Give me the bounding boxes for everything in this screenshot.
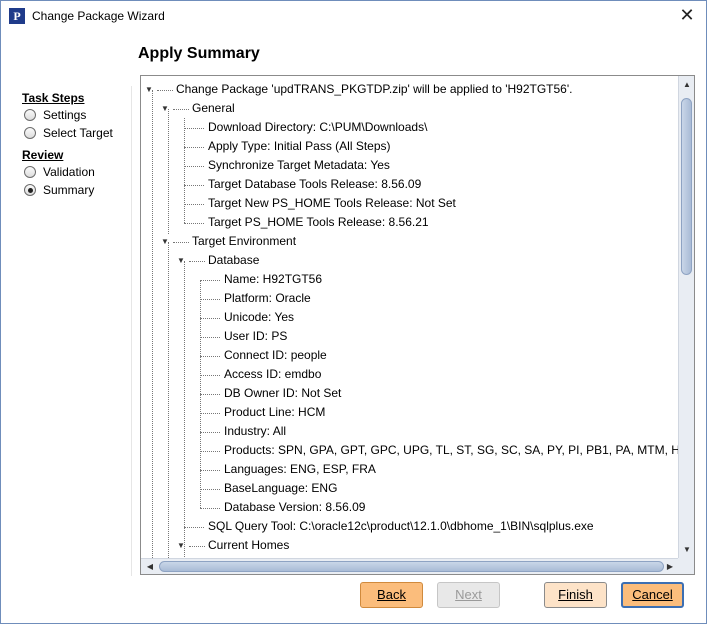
title-bar: P Change Package Wizard ✕ <box>1 1 706 32</box>
step-label: Settings <box>43 108 87 122</box>
tree-leaf[interactable]: Platform: Oracle <box>224 291 311 305</box>
tree-leaf[interactable]: Connect ID: people <box>224 348 327 362</box>
app-icon: P <box>9 8 25 24</box>
task-steps-panel: Task Steps Settings Select Target Review… <box>22 90 132 199</box>
tree-connector <box>184 223 204 224</box>
tree-connector <box>184 147 204 148</box>
tree-guide-line <box>168 242 169 559</box>
summary-tree[interactable]: ▼ Change Package 'updTRANS_PKGTDP.zip' w… <box>140 75 695 575</box>
tree-connector <box>200 318 220 319</box>
tree-guide-line <box>184 118 185 223</box>
vertical-scroll-thumb[interactable] <box>681 98 692 275</box>
review-heading: Review <box>22 148 64 162</box>
scroll-left-icon[interactable]: ◀ <box>146 562 154 571</box>
tree-connector <box>200 489 220 490</box>
tree-leaf[interactable]: Product Line: HCM <box>224 405 326 419</box>
expand-toggle-icon[interactable]: ▼ <box>145 85 153 94</box>
step-label: Select Target <box>43 126 113 140</box>
expand-toggle-icon[interactable]: ▼ <box>177 541 185 550</box>
radio-selected-icon[interactable] <box>24 184 36 196</box>
scroll-down-icon[interactable]: ▼ <box>683 545 691 554</box>
step-select-target[interactable]: Select Target <box>22 124 132 142</box>
tree-leaf[interactable]: Download Directory: C:\PUM\Downloads\ <box>208 120 428 134</box>
tree-leaf[interactable]: Industry: All <box>224 424 287 438</box>
expand-toggle-icon[interactable]: ▼ <box>161 237 169 246</box>
radio-icon[interactable] <box>24 127 36 139</box>
scroll-corner <box>678 558 694 574</box>
panel-divider <box>131 86 132 576</box>
horizontal-scroll-thumb[interactable] <box>159 561 664 572</box>
expand-toggle-icon[interactable]: ▼ <box>177 256 185 265</box>
back-button[interactable]: Back <box>360 582 423 608</box>
tree-connector <box>200 470 220 471</box>
tree-connector <box>184 527 204 528</box>
radio-icon[interactable] <box>24 109 36 121</box>
tree-connector <box>200 413 220 414</box>
expand-toggle-icon[interactable]: ▼ <box>161 104 169 113</box>
tree-connector <box>157 90 173 91</box>
tree-leaf[interactable]: Languages: ENG, ESP, FRA <box>224 462 376 476</box>
tree-content: ▼ Change Package 'updTRANS_PKGTDP.zip' w… <box>141 76 679 559</box>
tree-leaf[interactable]: Products: SPN, GPA, GPT, GPC, UPG, TL, S… <box>224 443 679 457</box>
page-title: Apply Summary <box>138 45 260 62</box>
close-button[interactable]: ✕ <box>679 5 695 26</box>
tree-leaf[interactable]: DB Owner ID: Not Set <box>224 386 342 400</box>
window-title: Change Package Wizard <box>32 9 165 23</box>
tree-connector <box>184 185 204 186</box>
tree-leaf-sql-query-tool[interactable]: SQL Query Tool: C:\oracle12c\product\12.… <box>208 519 594 533</box>
tree-leaf[interactable]: Name: H92TGT56 <box>224 272 323 286</box>
tree-node-target-environment[interactable]: Target Environment <box>192 234 297 248</box>
tree-connector <box>200 356 220 357</box>
tree-node-database[interactable]: Database <box>208 253 260 267</box>
tree-guide-line <box>168 109 169 234</box>
tree-guide-line <box>152 90 153 559</box>
tree-connector <box>184 128 204 129</box>
tree-connector <box>200 451 220 452</box>
step-validation[interactable]: Validation <box>22 163 132 181</box>
step-label: Validation <box>43 165 95 179</box>
tree-node-general[interactable]: General <box>192 101 235 115</box>
tree-leaf[interactable]: Database Version: 8.56.09 <box>224 500 366 514</box>
cancel-button[interactable]: Cancel <box>621 582 684 608</box>
tree-connector <box>200 508 220 509</box>
next-button[interactable]: Next <box>437 582 500 608</box>
tree-connector <box>200 432 220 433</box>
tree-leaf[interactable]: BaseLanguage: ENG <box>224 481 338 495</box>
tree-connector <box>173 242 189 243</box>
tree-leaf[interactable]: User ID: PS <box>224 329 288 343</box>
tree-leaf[interactable]: Unicode: Yes <box>224 310 295 324</box>
tree-node-current-homes[interactable]: Current Homes <box>208 538 290 552</box>
tree-guide-line <box>184 261 185 559</box>
tree-connector <box>173 109 189 110</box>
vertical-scrollbar[interactable]: ▲ ▼ <box>678 76 694 559</box>
tree-leaf[interactable]: Apply Type: Initial Pass (All Steps) <box>208 139 391 153</box>
tree-node-root[interactable]: Change Package 'updTRANS_PKGTDP.zip' wil… <box>176 82 573 96</box>
step-label: Summary <box>43 183 95 197</box>
scroll-right-icon[interactable]: ▶ <box>666 562 674 571</box>
tree-leaf[interactable]: Access ID: emdbo <box>224 367 322 381</box>
tree-connector <box>200 394 220 395</box>
finish-button[interactable]: Finish <box>544 582 607 608</box>
tree-connector <box>184 166 204 167</box>
tree-connector <box>184 204 204 205</box>
tree-leaf[interactable]: Target New PS_HOME Tools Release: Not Se… <box>208 196 456 210</box>
tree-leaf[interactable]: Target PS_HOME Tools Release: 8.56.21 <box>208 215 429 229</box>
step-summary[interactable]: Summary <box>22 181 132 199</box>
tree-connector <box>200 299 220 300</box>
radio-icon[interactable] <box>24 166 36 178</box>
task-steps-heading: Task Steps <box>22 91 85 105</box>
step-settings[interactable]: Settings <box>22 106 132 124</box>
horizontal-scrollbar[interactable]: ◀ ▶ <box>141 558 679 574</box>
tree-connector <box>189 546 205 547</box>
tree-connector <box>189 261 205 262</box>
tree-leaf[interactable]: Target Database Tools Release: 8.56.09 <box>208 177 422 191</box>
tree-connector <box>200 375 220 376</box>
scroll-up-icon[interactable]: ▲ <box>683 80 691 89</box>
tree-connector <box>200 280 220 281</box>
tree-connector <box>200 337 220 338</box>
tree-leaf[interactable]: Synchronize Target Metadata: Yes <box>208 158 390 172</box>
